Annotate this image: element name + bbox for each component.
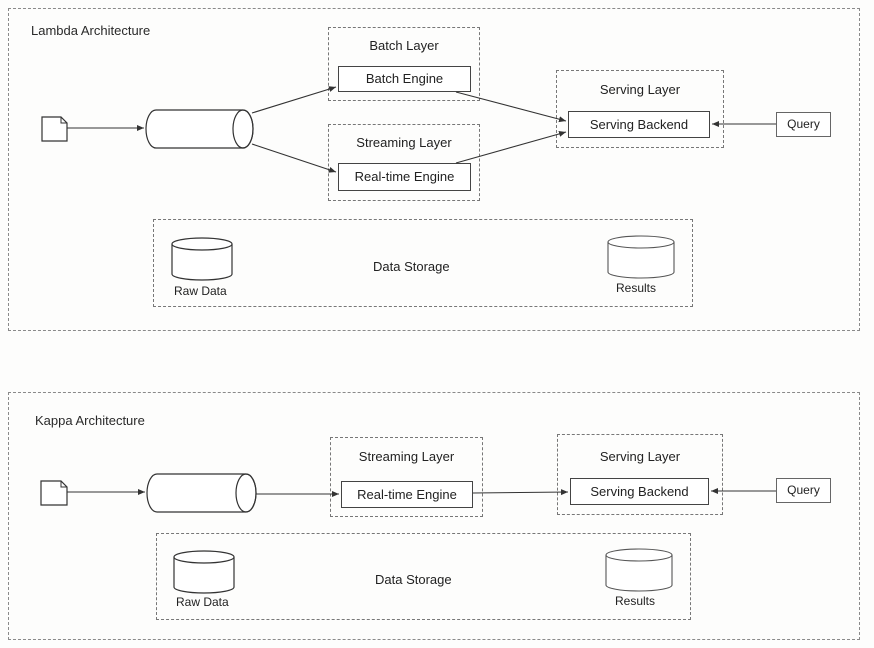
lambda-serving-layer: Serving Layer (556, 70, 724, 148)
kappa-realtime-engine: Real-time Engine (341, 481, 473, 508)
lambda-results-label: Results (616, 281, 657, 295)
serving-layer-title: Serving Layer (599, 82, 681, 97)
kappa-realtime-to-serving-arrow (472, 489, 569, 496)
kappa-message-queue-cylinder (146, 473, 257, 513)
realtime-to-serving-arrow (455, 131, 567, 164)
kappa-raw-data-label: Raw Data (176, 595, 229, 609)
lambda-architecture-title: Lambda Architecture (31, 23, 151, 38)
kappa-data-storage: Data Storage (156, 533, 691, 620)
queue-to-realtime-arrow (251, 143, 337, 173)
lambda-query-box: Query (776, 112, 831, 137)
kappa-data-storage-title: Data Storage (375, 572, 452, 587)
kappa-results-label: Results (615, 594, 656, 608)
lambda-raw-data-cylinder (171, 237, 233, 281)
kappa-results-cylinder (605, 548, 673, 592)
kappa-source-document-icon (40, 480, 68, 506)
lambda-architecture-frame (8, 8, 860, 331)
kappa-streaming-layer: Streaming Layer (330, 437, 483, 517)
lambda-message-queue-cylinder (145, 109, 254, 149)
kappa-streaming-layer-title: Streaming Layer (358, 449, 455, 464)
kappa-serving-layer: Serving Layer (557, 434, 723, 515)
lambda-results-cylinder (607, 235, 675, 279)
lambda-source-document-icon (41, 116, 68, 142)
kappa-serving-backend: Serving Backend (570, 478, 709, 505)
kappa-raw-data-cylinder (173, 550, 235, 594)
lambda-data-storage: Data Storage (153, 219, 693, 307)
lambda-data-storage-title: Data Storage (373, 259, 450, 274)
lambda-batch-layer: Batch Layer (328, 27, 480, 101)
kappa-query-box: Query (776, 478, 831, 503)
kappa-architecture-title: Kappa Architecture (35, 413, 145, 428)
kappa-architecture-frame (8, 392, 860, 640)
streaming-layer-title: Streaming Layer (356, 135, 452, 150)
lambda-realtime-engine: Real-time Engine (338, 163, 471, 191)
kappa-serving-layer-title: Serving Layer (599, 449, 681, 464)
lambda-raw-data-label: Raw Data (174, 284, 227, 298)
lambda-serving-backend: Serving Backend (568, 111, 710, 138)
batch-to-serving-arrow (455, 91, 567, 123)
batch-layer-title: Batch Layer (369, 38, 439, 53)
queue-to-batch-arrow (251, 86, 337, 114)
lambda-batch-engine: Batch Engine (338, 66, 471, 92)
lambda-streaming-layer: Streaming Layer (328, 124, 480, 201)
